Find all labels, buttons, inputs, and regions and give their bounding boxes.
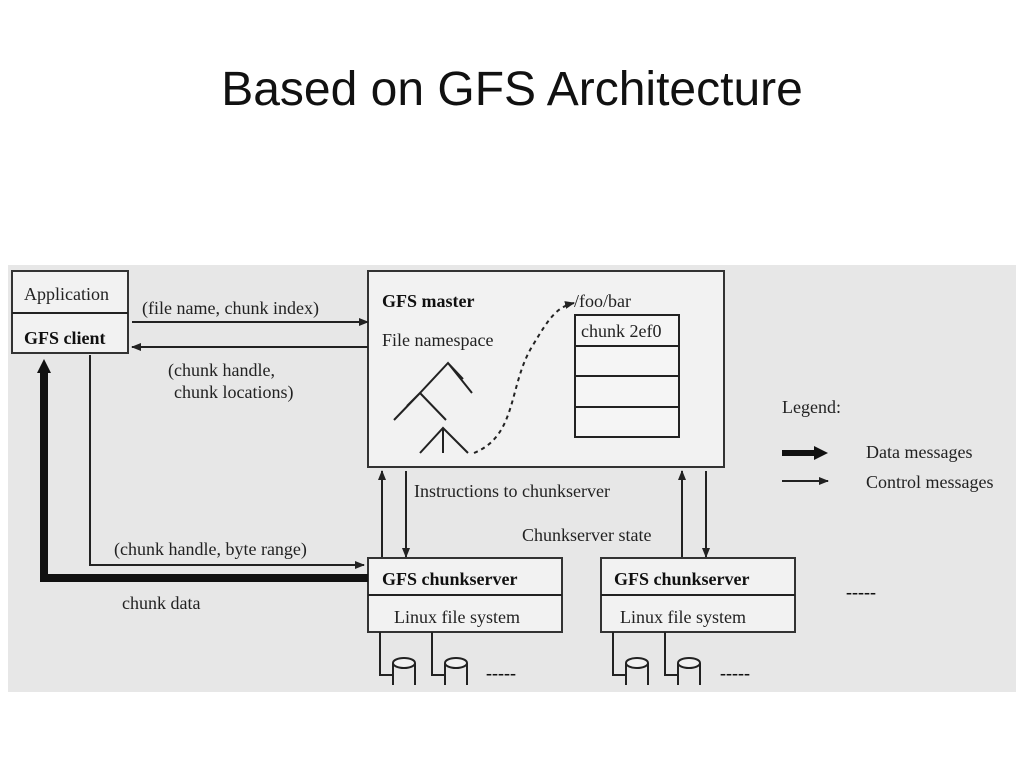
more-disks-ellipsis-2: ----- [720, 663, 750, 683]
gfs-client-label: GFS client [24, 328, 106, 348]
chunkserver-1-title: GFS chunkserver [382, 569, 518, 589]
disk-icons-1: ----- [379, 632, 516, 685]
byte-range-label: (chunk handle, byte range) [114, 539, 307, 560]
chunk-data-arrow [37, 359, 368, 582]
reply-label-line1: (chunk handle, [168, 360, 275, 381]
diagram-canvas: Application GFS client GFS master File n… [11, 270, 994, 685]
chunkserver-box-2: GFS chunkserver Linux file system [600, 557, 796, 633]
byte-range-arrow [89, 355, 365, 569]
more-chunkservers-ellipsis: ----- [846, 582, 876, 602]
file-namespace-label: File namespace [382, 330, 493, 350]
request-label: (file name, chunk index) [142, 298, 319, 319]
chunkserver-2-fs: Linux file system [620, 607, 746, 627]
instructions-label: Instructions to chunkserver [414, 481, 610, 501]
gfs-client-box: Application GFS client [11, 270, 129, 354]
legend: Legend: Data messages Control messages [782, 397, 994, 492]
disk-icon [677, 657, 701, 685]
disk-icon [392, 657, 416, 685]
chunkserver-box-1: GFS chunkserver Linux file system [367, 557, 563, 633]
application-label: Application [24, 284, 109, 304]
gfs-master-box: GFS master File namespace /foo/bar chunk… [367, 270, 725, 468]
disk-icon [444, 657, 468, 685]
chunk-data-label: chunk data [122, 593, 200, 613]
legend-control-label: Control messages [866, 472, 994, 492]
legend-title: Legend: [782, 397, 841, 417]
reply-label-line2: chunk locations) [174, 382, 293, 403]
chunkserver-2-title: GFS chunkserver [614, 569, 750, 589]
chunkserver-state-label: Chunkserver state [522, 525, 651, 545]
legend-data-label: Data messages [866, 442, 972, 462]
chunk-table: chunk 2ef0 [574, 314, 680, 438]
more-disks-ellipsis-1: ----- [486, 663, 516, 683]
path-label: /foo/bar [574, 291, 631, 311]
gfs-master-title: GFS master [382, 291, 474, 311]
disk-icon [625, 657, 649, 685]
gfs-architecture-diagram: Application GFS client GFS master File n… [8, 265, 1016, 692]
disk-icons-2: ----- [612, 632, 750, 685]
chunkserver-1-fs: Linux file system [394, 607, 520, 627]
slide-title: Based on GFS Architecture [221, 63, 803, 116]
chunk-id-cell: chunk 2ef0 [581, 321, 661, 341]
namespace-tree-icon [393, 361, 473, 454]
